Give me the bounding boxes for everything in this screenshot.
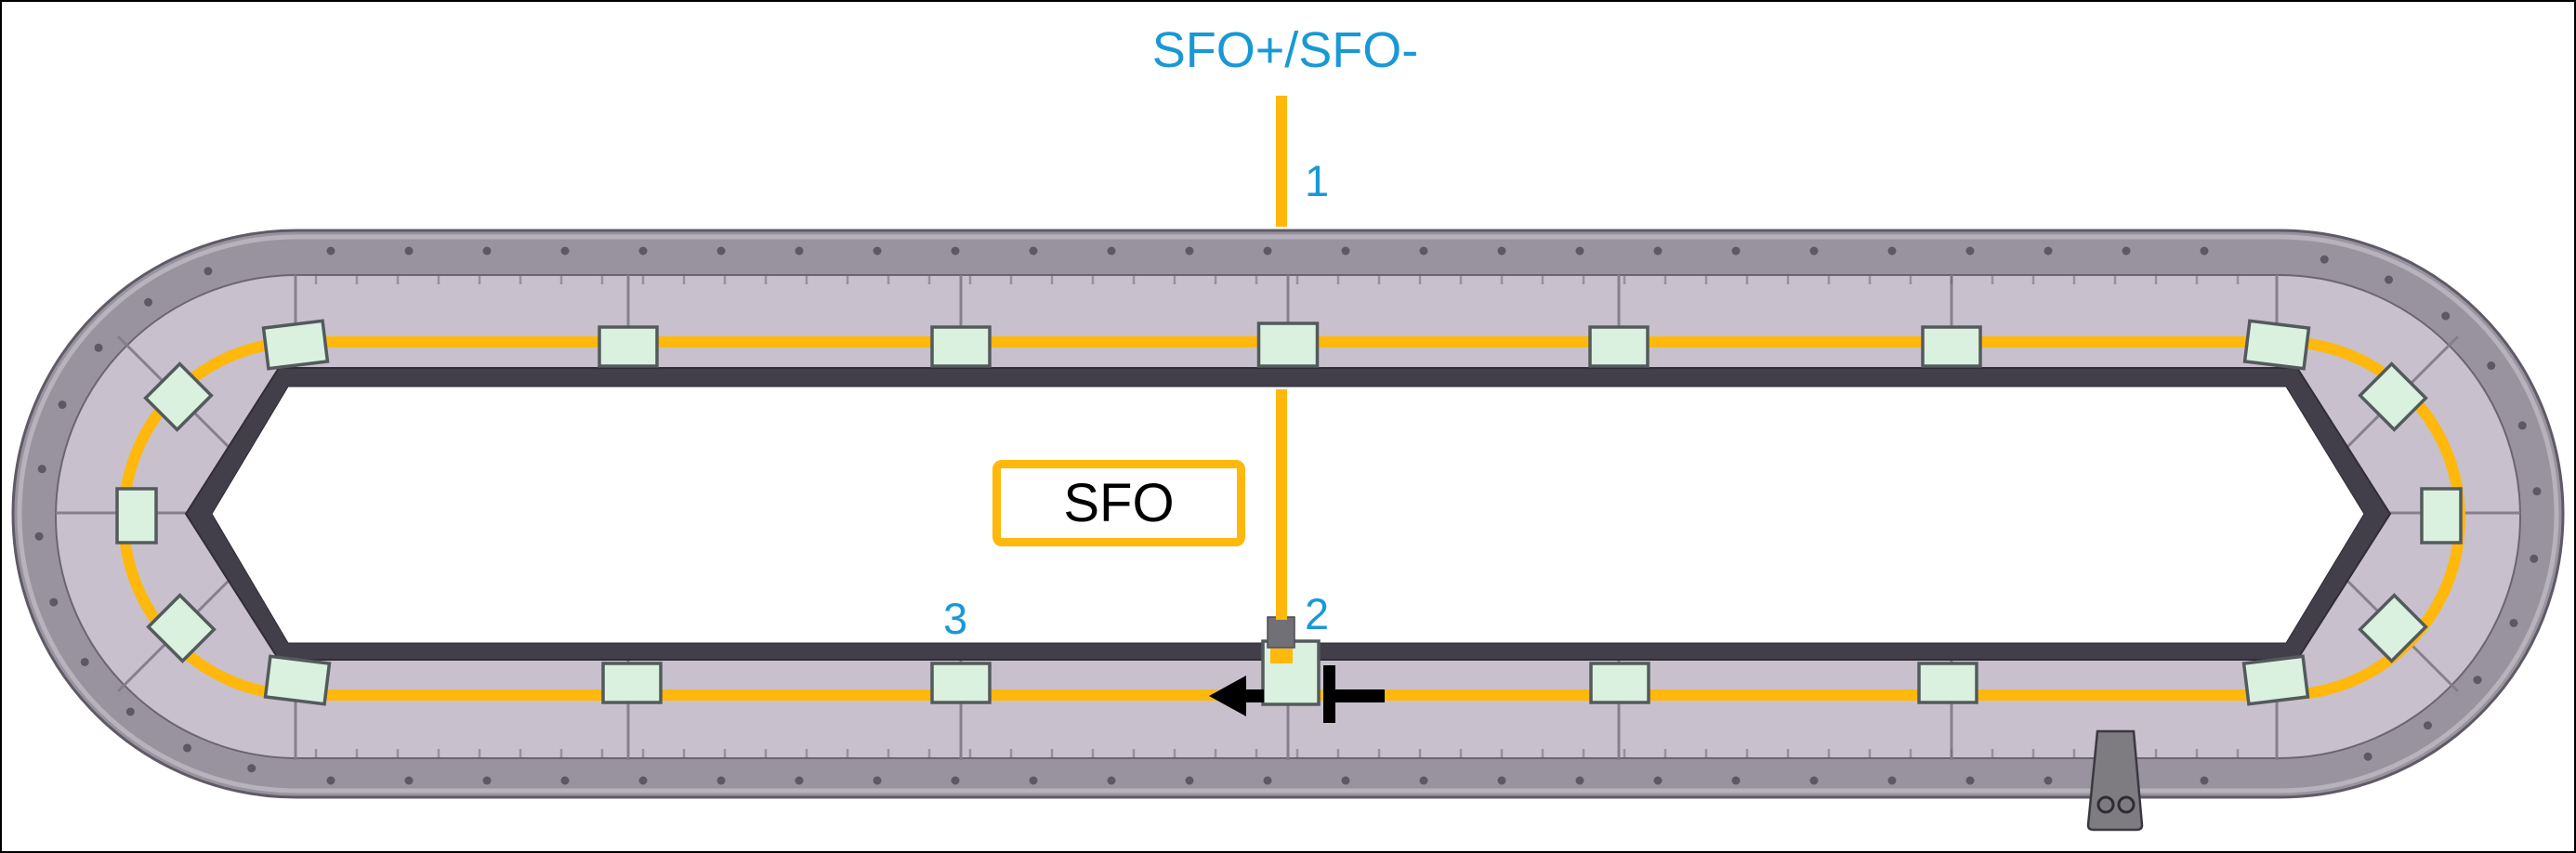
track-module: [1921, 325, 1982, 368]
cable-junction: [1267, 616, 1295, 663]
track-module: [601, 662, 663, 704]
mounting-bracket: [2086, 729, 2144, 832]
callout-1: 1: [1305, 156, 1330, 205]
callout-3: 3: [943, 594, 968, 643]
callout-2: 2: [1305, 589, 1330, 638]
sfo-box-label: SFO: [1063, 472, 1175, 533]
cable-stub: [1270, 649, 1293, 663]
track-module: [263, 654, 332, 706]
track-module: [1589, 662, 1650, 704]
direction-arrow-icon: [1209, 676, 1264, 716]
track-module: [261, 319, 330, 371]
track-module: [2420, 487, 2463, 545]
sfo-box: SFO: [992, 460, 1245, 546]
track-modules: [115, 319, 2463, 706]
track-module: [930, 325, 992, 368]
track-module: [1917, 662, 1978, 704]
track-module: [598, 325, 659, 368]
track-module: [115, 487, 158, 545]
track-module: [2358, 361, 2428, 432]
track-module: [1588, 325, 1649, 368]
cable-termination-icon: [1323, 665, 1385, 723]
track-module: [146, 593, 217, 663]
track-module: [930, 662, 992, 704]
track-inner-opening: [211, 386, 2365, 644]
track-module: [2358, 593, 2428, 663]
track-module: [2241, 654, 2310, 706]
cable-label: SFO+/SFO-: [1151, 22, 1419, 78]
deck-ticks: [314, 276, 2240, 757]
track-module: [2242, 319, 2311, 371]
track-module: [143, 361, 214, 432]
rim-bolts: [34, 246, 2542, 785]
feeder-connector: [1267, 616, 1295, 649]
track-module: [1256, 322, 1320, 368]
track-rim-highlight: [17, 234, 2559, 794]
